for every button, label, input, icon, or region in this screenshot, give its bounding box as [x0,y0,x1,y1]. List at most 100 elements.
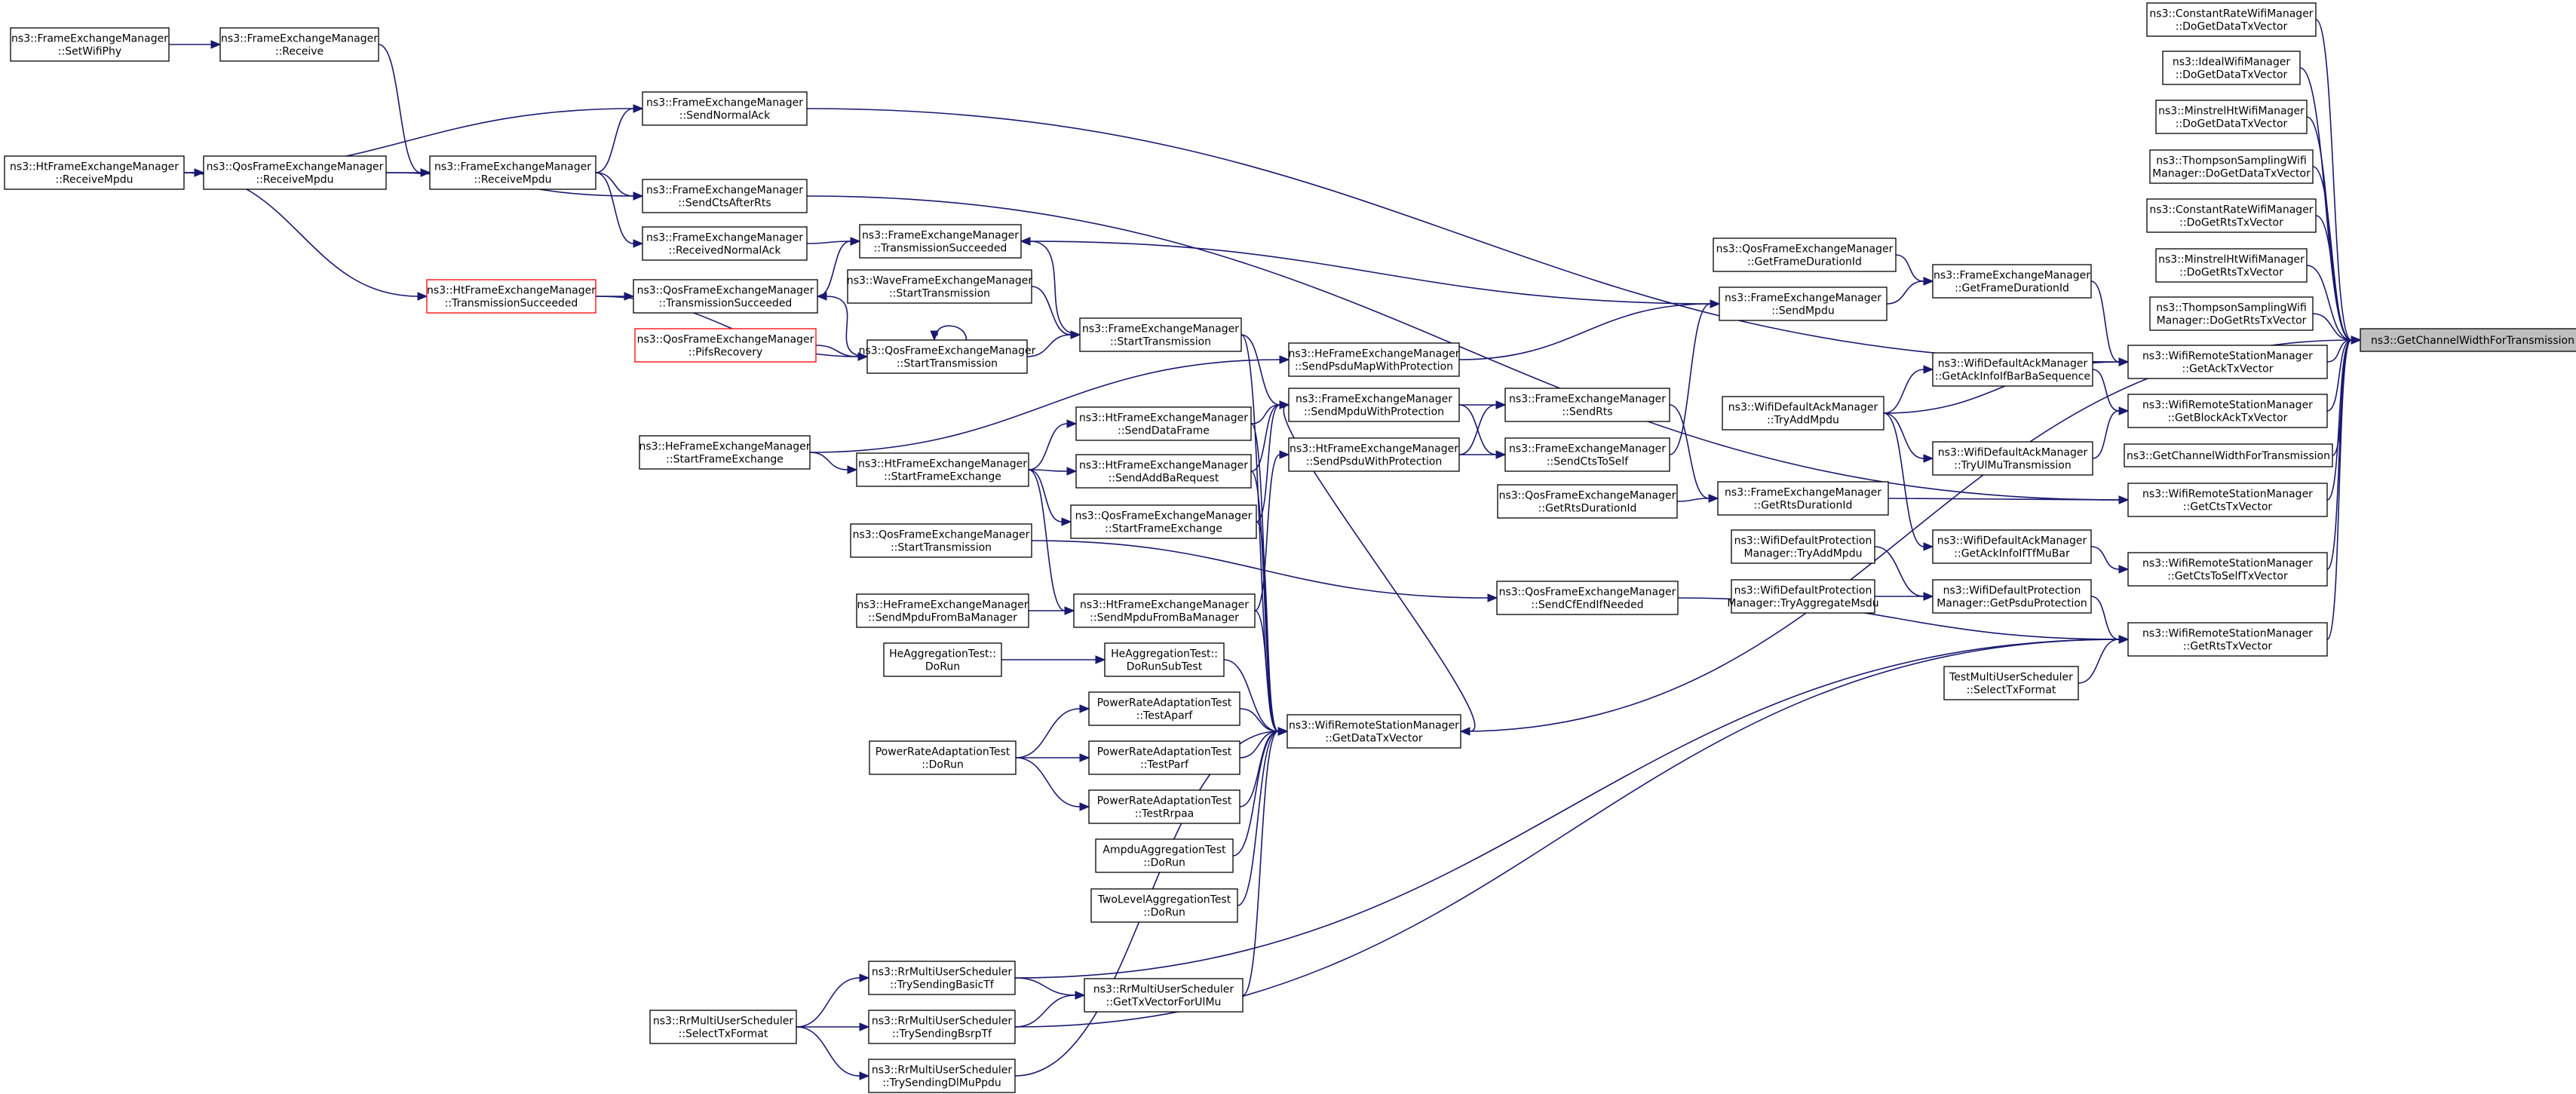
node-wdp-tryaggmsdu[interactable]: ns3::WifiDefaultProtectionManager::TryAg… [1727,579,1879,614]
edge-fem-sendctsafterrts-to-wrsm-cts [806,195,2130,504]
edge-wdam-tryulmu-to-wrsm-blockack [2092,406,2130,459]
node-fem-getrtsdur[interactable]: ns3::FrameExchangeManager::GetRtsDuratio… [1717,481,1889,516]
node-box [1504,437,1670,472]
node-fem-sendmpduprot[interactable]: ns3::FrameExchangeManager::SendMpduWithP… [1288,388,1460,422]
node-thompson-data[interactable]: ns3::ThompsonSamplingWifiManager::DoGetD… [2149,149,2314,184]
node-qfem-txsucceeded[interactable]: ns3::QosFrameExchangeManager::Transmissi… [633,279,818,314]
node-htfem-sendpsduprot[interactable]: ns3::HtFrameExchangeManager::SendPsduWit… [1288,437,1460,472]
node-htfem-senddataframe[interactable]: ns3::HtFrameExchangeManager::SendDataFra… [1075,406,1252,441]
node-qfem-startfe[interactable]: ns3::QosFrameExchangeManager::StartFrame… [1070,504,1257,539]
node-qfem-pifs[interactable]: ns3::QosFrameExchangeManager::PifsRecove… [634,328,817,363]
node-fem-receivednormalack[interactable]: ns3::FrameExchangeManager::ReceivedNorma… [642,226,808,261]
node-qfem-sendcfend[interactable]: ns3::QosFrameExchangeManager::SendCfEndI… [1496,581,1679,615]
node-wdam-ackinfbar[interactable]: ns3::WifiDefaultAckManager::GetAckInfoIf… [1932,352,2093,387]
node-twolevel-dorun[interactable]: TwoLevelAggregationTest::DoRun [1090,888,1238,923]
node-fem-txsucceeded[interactable]: ns3::FrameExchangeManager::TransmissionS… [859,224,1022,259]
node-fem-sendnormalack[interactable]: ns3::FrameExchangeManager::SendNormalAck [642,91,808,126]
node-prat-rrpaa[interactable]: PowerRateAdaptationTest::TestRrpaa [1088,789,1240,824]
node-fem-receivempdu[interactable]: ns3::FrameExchangeManager::ReceiveMpdu [429,155,596,190]
node-ideal-data[interactable]: ns3::IdealWifiManager::DoGetDataTxVector [2162,51,2301,85]
node-hefem-startfe[interactable]: ns3::HeFrameExchangeManager::StartFrameE… [639,435,811,470]
node-htfem-txsucceeded[interactable]: ns3::HtFrameExchangeManager::Transmissio… [426,279,596,314]
node-heagg-dorun[interactable]: HeAggregationTest::DoRun [883,642,1002,677]
node-fem-starttx[interactable]: ns3::FrameExchangeManager::StartTransmis… [1079,317,1242,352]
edge-thompson-data-to-target [2312,166,2362,345]
node-heagg-dorunsub[interactable]: HeAggregationTest::DoRunSubTest [1104,642,1225,677]
node-box [642,91,808,126]
node-getchw[interactable]: ns3::GetChannelWidthForTransmission [2124,443,2333,467]
node-rrmus-bsrptf[interactable]: ns3::RrMultiUserScheduler::TrySendingBsr… [868,1010,1016,1044]
node-fem-sendctsself[interactable]: ns3::FrameExchangeManager::SendCtsToSelf [1504,437,1670,472]
node-fem-sendmpdu[interactable]: ns3::FrameExchangeManager::SendMpdu [1719,287,1888,321]
node-prat-aparf[interactable]: PowerRateAdaptationTest::TestAparf [1088,691,1240,726]
node-label: TwoLevelAggregationTest [1097,894,1231,906]
node-fem-sendctsafterrts[interactable]: ns3::FrameExchangeManager::SendCtsAfterR… [642,179,808,213]
node-fem-getframedur[interactable]: ns3::FrameExchangeManager::GetFrameDurat… [1932,264,2092,299]
edge-wrsm-rts-to-target [2326,336,2362,640]
node-box [1104,642,1225,677]
node-wrsm-data[interactable]: ns3::WifiRemoteStationManager::GetDataTx… [1286,714,1461,749]
edge-arrowhead [1279,355,1290,364]
node-label: ::StartFrameExchange [1105,523,1222,535]
edge-fem-sendmpduprot-to-wrsm-data [1283,404,1476,736]
node-fem-sendrts[interactable]: ns3::FrameExchangeManager::SendRts [1504,388,1670,422]
node-htfem-startfe[interactable]: ns3::HtFrameExchangeManager::StartFrameE… [856,452,1029,487]
node-wdam-tryaddmpdu[interactable]: ns3::WifiDefaultAckManager::TryAddMpdu [1722,396,1884,431]
node-label: ns3::HeFrameExchangeManager [639,441,810,453]
edge-arrowhead [1279,450,1290,459]
node-wrsm-rts[interactable]: ns3::WifiRemoteStationManager::GetRtsTxV… [2127,622,2328,657]
node-qfem-getframedur[interactable]: ns3::QosFrameExchangeManager::GetFrameDu… [1713,237,1897,272]
node-label: Manager::TryAddMpdu [1744,548,1863,560]
node-htfem-sendaddba[interactable]: ns3::HtFrameExchangeManager::SendAddBaRe… [1075,454,1252,489]
node-qfem-starttx[interactable]: ns3::QosFrameExchangeManager::StartTrans… [859,339,1036,374]
edge-arrowhead [417,292,428,301]
node-htfem-sendmpdufromba[interactable]: ns3::HtFrameExchangeManager::SendMpduFro… [1073,593,1256,628]
node-htfem-receivempdu[interactable]: ns3::HtFrameExchangeManager::ReceiveMpdu [4,155,185,190]
node-rrmus-basictf[interactable]: ns3::RrMultiUserScheduler::TrySendingBas… [868,961,1016,995]
node-wdam-tryulmu[interactable]: ns3::WifiDefaultAckManager::TryUlMuTrans… [1932,441,2093,476]
node-ampdu-dorun[interactable]: AmpduAggregationTest::DoRun [1095,838,1234,873]
node-label: ::SendPsduWithProtection [1306,456,1443,468]
node-label: ::Receive [275,46,324,58]
node-wrsm-blockack[interactable]: ns3::WifiRemoteStationManager::GetBlockA… [2127,394,2328,428]
node-fem-setwifiphy[interactable]: ns3::FrameExchangeManager::SetWifiPhy [10,27,170,62]
node-rrmus-dlmuppdu[interactable]: ns3::RrMultiUserScheduler::TrySendingDlM… [868,1059,1016,1093]
node-label: ns3::GetChannelWidthForTransmission [2371,335,2574,347]
node-minstrelht-data[interactable]: ns3::MinstrelHtWifiManager::DoGetDataTxV… [2155,100,2308,134]
node-tmus-selecttx[interactable]: TestMultiUserScheduler::SelectTxFormat [1943,666,2079,700]
node-wfem-starttx[interactable]: ns3::WaveFrameExchangeManager::StartTran… [847,269,1033,304]
node-constrate-rts[interactable]: ns3::ConstantRateWifiManager::DoGetRtsTx… [2146,198,2317,233]
edge-rrmus-selecttx-to-rrmus-basictf [796,973,870,1028]
node-constrate-data[interactable]: ns3::ConstantRateWifiManager::DoGetDataT… [2146,2,2317,37]
node-rrmus-selecttx[interactable]: ns3::RrMultiUserScheduler::SelectTxForma… [649,1010,797,1044]
node-label: ::TestParf [1140,759,1189,771]
node-minstrelht-rts[interactable]: ns3::MinstrelHtWifiManager::DoGetRtsTxVe… [2155,248,2308,283]
node-label: ns3::WifiRemoteStationManager [2142,558,2313,570]
node-prat-parf[interactable]: PowerRateAdaptationTest::TestParf [1088,740,1240,775]
node-fem-receive[interactable]: ns3::FrameExchangeManager::Receive [219,27,379,62]
node-hefem-sendmpdufromba[interactable]: ns3::HeFrameExchangeManager::SendMpduFro… [856,593,1029,628]
node-label: ns3::WifiDefaultProtection [1734,535,1872,547]
node-thompson-rts[interactable]: ns3::ThompsonSamplingWifiManager::DoGetR… [2149,296,2314,331]
node-qfem-starttx2[interactable]: ns3::QosFrameExchangeManager::StartTrans… [850,523,1032,558]
node-rrmus-gettxul[interactable]: ns3::RrMultiUserScheduler::GetTxVectorFo… [1084,978,1244,1013]
node-qfem-receivempdu[interactable]: ns3::QosFrameExchangeManager::ReceiveMpd… [203,155,387,190]
node-wdam-ackinftfmubar[interactable]: ns3::WifiDefaultAckManager::GetAckInfoIf… [1932,529,2092,564]
node-wrsm-cts[interactable]: ns3::WifiRemoteStationManager::GetCtsTxV… [2127,483,2328,517]
edge-arrowhead [847,465,858,474]
edge-arrowhead [1923,592,1934,601]
node-wdp-getpsdu[interactable]: ns3::WifiDefaultProtectionManager::GetPs… [1932,579,2092,614]
node-wrsm-ctsself[interactable]: ns3::WifiRemoteStationManager::GetCtsToS… [2127,552,2328,587]
node-wrsm-ack[interactable]: ns3::WifiRemoteStationManager::GetAckTxV… [2127,345,2328,379]
node-label: ns3::QosFrameExchangeManager [859,345,1036,357]
node-label: ::TransmissionSucceeded [659,298,793,310]
node-prat-dorun[interactable]: PowerRateAdaptationTest::DoRun [869,740,1017,775]
node-hefem-sendpsdumap[interactable]: ns3::HeFrameExchangeManager::SendPsduMap… [1288,342,1460,377]
edge-line [1250,404,1280,424]
node-target[interactable]: ns3::GetChannelWidthForTransmission [2360,328,2576,352]
node-label: ns3::WifiRemoteStationManager [2142,351,2313,363]
node-qfem-getrtsdur[interactable]: ns3::QosFrameExchangeManager::GetRtsDura… [1497,484,1678,519]
edge-arrowhead [1459,727,1470,736]
node-wdp-tryaddmpdu[interactable]: ns3::WifiDefaultProtectionManager::TryAd… [1731,529,1875,564]
edge-rrmus-gettxul-to-wrsm-data [1242,727,1289,996]
